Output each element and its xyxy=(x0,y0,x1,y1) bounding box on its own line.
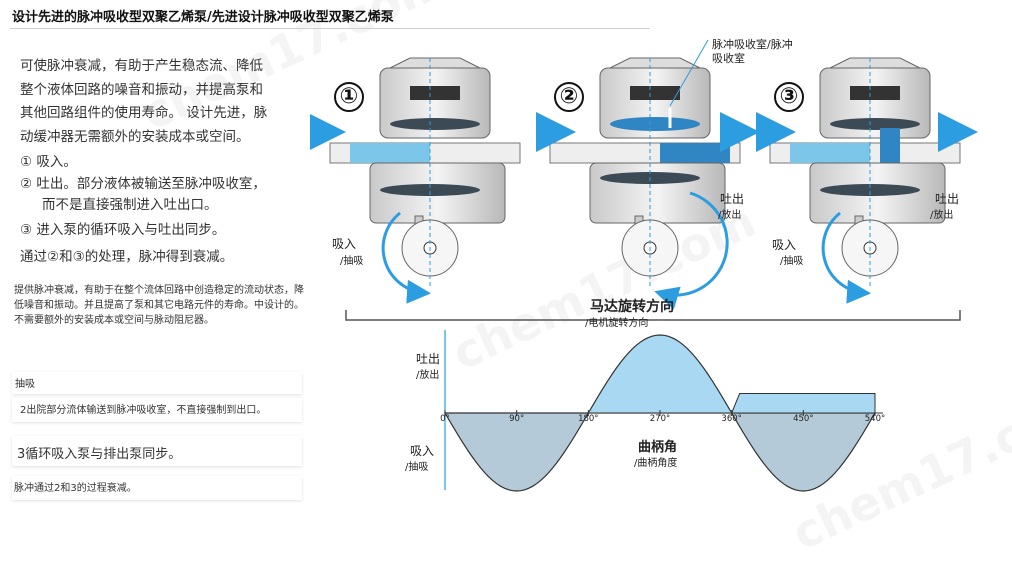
chart-y-top-label: 吐出 xyxy=(416,352,441,366)
x-tick-label: 180° xyxy=(578,414,598,424)
intro-line: 可使脉冲衰减，有助于产生稳态流、降低 xyxy=(20,58,263,74)
discharge-sub-3: /放出 xyxy=(930,210,954,221)
alt-text-box: 抽吸 xyxy=(12,372,302,394)
suction-label-1: 吸入 xyxy=(332,237,357,251)
step-2-text: ② 吐出。部分液体被输送至脉冲吸收室， xyxy=(20,176,266,192)
alt-text-1: 提供脉冲衰减，有助于在整个流体回路中创造稳定的流动状态，降低噪音和振动。并且提高… xyxy=(14,285,304,326)
pump-1 xyxy=(329,57,521,304)
x-tick-label: 270° xyxy=(650,414,670,424)
title-divider xyxy=(10,28,650,29)
x-tick-label: 360° xyxy=(721,414,741,424)
chart-y-bottom-sub: /抽吸 xyxy=(405,462,429,473)
suction-area-1 xyxy=(443,412,590,492)
attenuated-band xyxy=(588,385,732,413)
motor-direction-label: 马达旋转方向 xyxy=(590,299,674,315)
step-2-text-cont: 而不是直接强制进入吐出口。 xyxy=(42,197,218,213)
pump-diagrams xyxy=(310,39,978,321)
chamber-label: 脉冲吸收室/脉冲 xyxy=(712,38,793,51)
chart-x-label: 曲柄角 xyxy=(638,440,678,455)
intro-line: 整个液体回路的噪音和振动，并提高泵和 xyxy=(20,81,263,98)
x-tick-label: 450° xyxy=(793,414,813,424)
page-title: 设计先进的脉冲吸收型双聚乙烯泵/先进设计脉冲吸收型双聚乙烯泵 xyxy=(12,10,394,25)
chart-y-bottom-label: 吸入 xyxy=(410,444,435,458)
alt-text-4: 3循环吸入泵与排出泵同步。 xyxy=(17,447,182,462)
chart-x-sub: /曲柄角度 xyxy=(634,458,678,469)
alt-text-box: 3循环吸入泵与排出泵同步。 xyxy=(12,436,302,466)
step-number-1: ① xyxy=(334,82,364,112)
step-3-text: ③ 进入泵的循环吸入与吐出同步。 xyxy=(20,222,226,238)
chart-y-top-sub: /放出 xyxy=(416,370,440,381)
alt-text-box: 2出院部分流体输送到脉冲吸收室，不直接强制到出口。 xyxy=(12,398,302,422)
suction-sub-1: /抽吸 xyxy=(340,256,364,267)
suction-sub-3: /抽吸 xyxy=(780,256,804,267)
intro-paragraph: 可使脉冲衰减，有助于产生稳态流、降低 整个液体回路的噪音和振动，并提高泵和 其他… xyxy=(20,55,310,149)
x-tick-label: 540° xyxy=(865,414,885,424)
discharge-label-3: 吐出 xyxy=(935,192,960,206)
step-1-text: ① 吸入。 xyxy=(20,154,77,170)
step-number-2: ② xyxy=(554,82,584,112)
alt-text-3: 2出院部分流体输送到脉冲吸收室，不直接强制到出口。 xyxy=(20,405,267,416)
step-number-3: ③ xyxy=(774,82,804,112)
alt-text-2: 抽吸 xyxy=(15,379,35,390)
x-tick-label: 0° xyxy=(440,414,450,424)
x-tick-label: 90° xyxy=(509,414,524,424)
pump-3 xyxy=(769,57,961,304)
crank-angle-chart: 0° 90° 180° 270° 360° 450° 540° xyxy=(440,330,885,492)
suction-label-3: 吸入 xyxy=(772,238,797,252)
discharge-label-2: 吐出 xyxy=(720,192,745,206)
summary-text: 通过②和③的处理，脉冲得到衰减。 xyxy=(20,249,234,265)
intro-line: 动缓冲器无需额外的安装成本或空间。 xyxy=(20,128,250,145)
alt-text-5: 脉冲通过2和3的过程衰减。 xyxy=(14,483,137,494)
intro-line: 其他回路组件的使用寿命。 设计先进，脉 xyxy=(20,105,268,121)
alt-text-box: 脉冲通过2和3的过程衰减。 xyxy=(12,476,302,500)
suction-area-2 xyxy=(730,412,877,492)
discharge-sub-2: /放出 xyxy=(718,210,742,221)
pump-2 xyxy=(549,39,741,310)
motor-direction-sub: /电机旋转方向 xyxy=(585,318,649,329)
chamber-label-cont: 吸收室 xyxy=(712,52,745,65)
